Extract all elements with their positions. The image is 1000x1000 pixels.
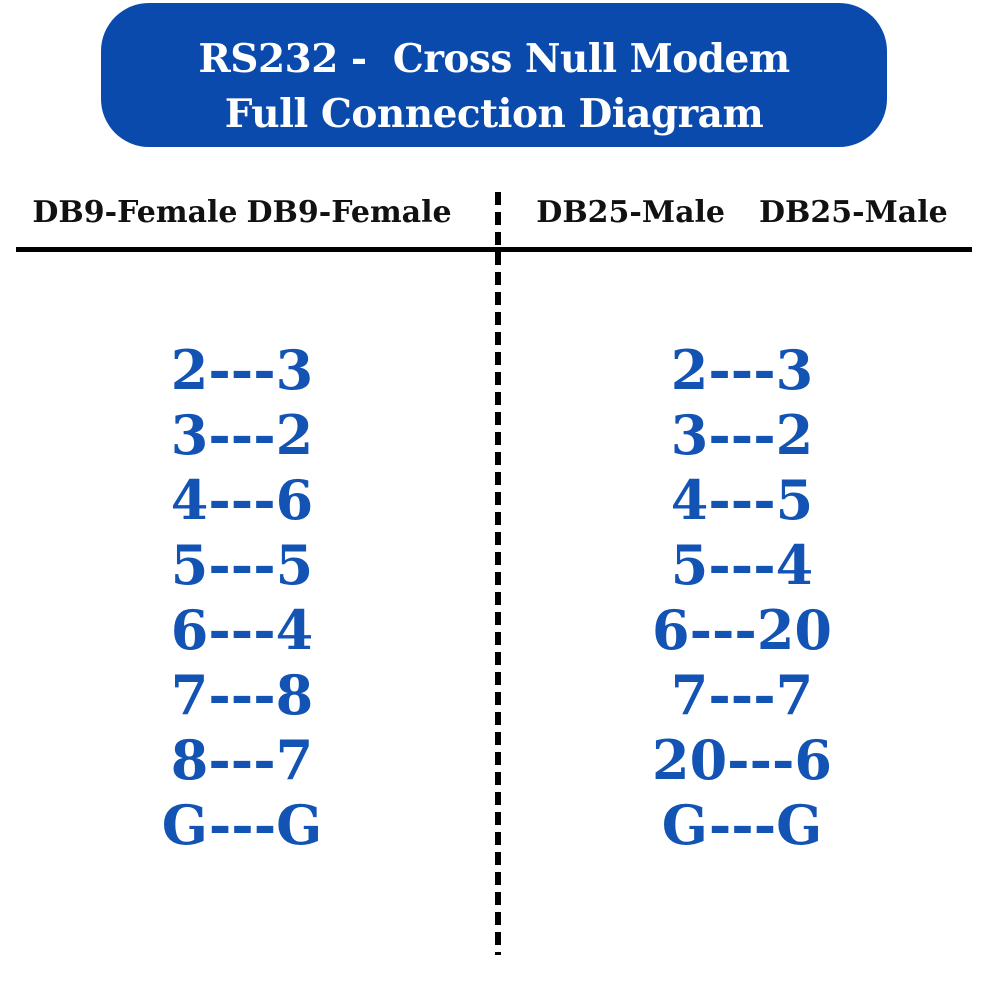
db25-connector-b-label: DB25-Male: [759, 194, 948, 230]
pin-mapping-row: 5---5: [170, 533, 314, 597]
pin-mapping-row: 20---6: [652, 728, 832, 792]
pin-mapping-row: 7---8: [170, 663, 314, 727]
db9-connector-b-label: DB9-Female: [246, 194, 452, 230]
column-header-db25: DB25-Male DB25-Male: [500, 192, 984, 232]
pin-list-db25: 2---3 3---2 4---5 5---4 6---20 7---7 20-…: [500, 338, 984, 858]
pin-mapping-row: 3---2: [170, 403, 314, 467]
pin-mapping-row: 6---20: [652, 598, 832, 662]
title-line-1: RS232 - Cross Null Modem: [198, 36, 790, 82]
column-header-db9: DB9-Female DB9-Female: [0, 192, 484, 232]
pin-list-db9: 2---3 3---2 4---6 5---5 6---4 7---8 8---…: [0, 338, 484, 858]
title-line-2: Full Connection Diagram: [224, 91, 764, 137]
pin-mapping-row: 4---6: [170, 468, 314, 532]
pin-mapping-row: 7---7: [670, 663, 814, 727]
pin-mapping-row: 2---3: [670, 338, 814, 402]
pin-mapping-row: 4---5: [670, 468, 814, 532]
header-underline: [16, 247, 972, 252]
pin-mapping-row: 6---4: [170, 598, 314, 662]
pin-mapping-row: 2---3: [170, 338, 314, 402]
title-banner: RS232 - Cross Null Modem Full Connection…: [101, 3, 887, 147]
pin-mapping-row: 5---4: [670, 533, 814, 597]
db25-connector-a-label: DB25-Male: [536, 194, 725, 230]
vertical-dashed-divider: [495, 192, 501, 955]
pin-mapping-row: 3---2: [670, 403, 814, 467]
pin-mapping-row: G---G: [661, 793, 823, 857]
pin-mapping-row: G---G: [161, 793, 323, 857]
pin-mapping-row: 8---7: [170, 728, 314, 792]
db9-connector-a-label: DB9-Female: [32, 194, 238, 230]
